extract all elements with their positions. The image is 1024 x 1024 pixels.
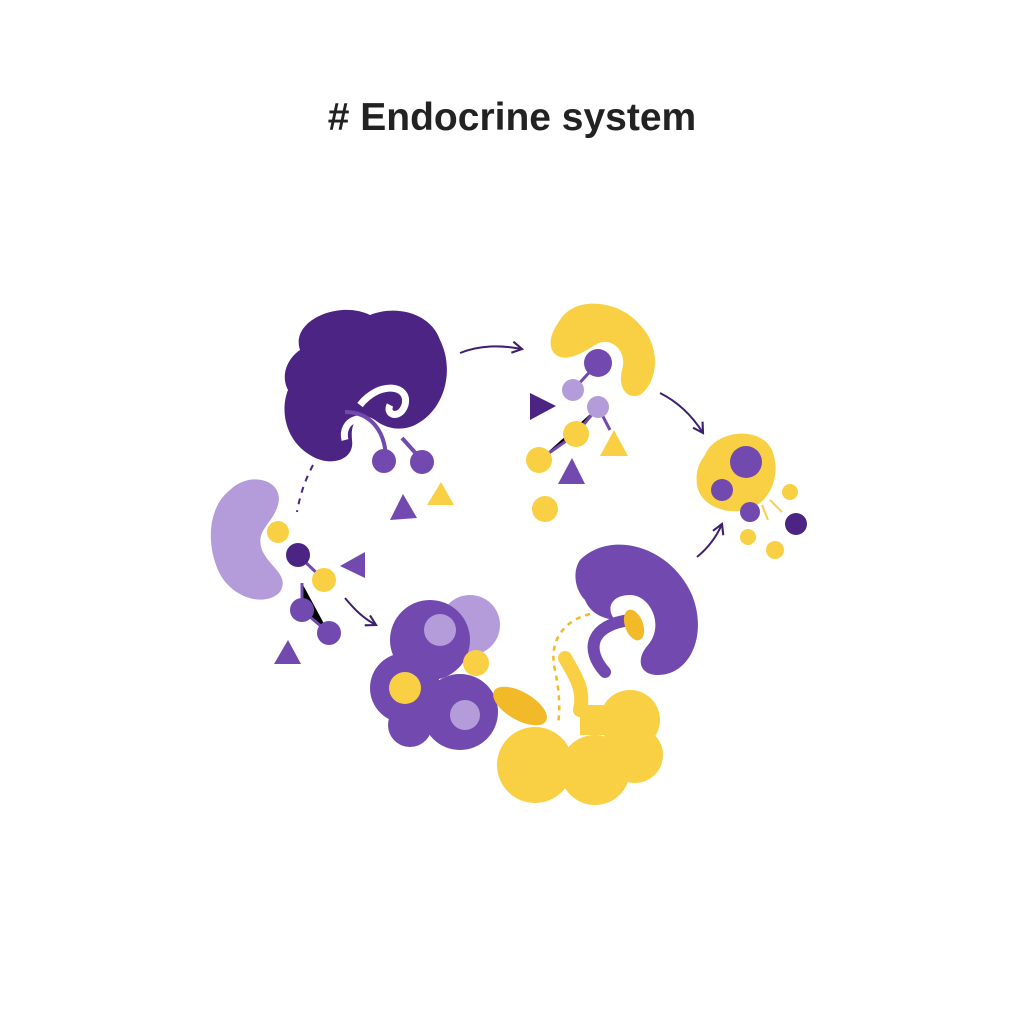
adrenal-shape	[210, 479, 365, 664]
arrow-icon	[659, 392, 705, 435]
pancreas-cluster	[370, 595, 500, 750]
brain-shape	[284, 309, 454, 520]
thyroid-shape	[526, 303, 655, 522]
intestine-shape	[493, 651, 663, 805]
dashed-connector	[296, 464, 314, 513]
kidney-shape	[552, 544, 698, 726]
arrow-icon	[344, 597, 378, 627]
page-title: # Endocrine system	[327, 96, 697, 139]
arrow-icon	[696, 522, 725, 558]
cell-shape	[696, 433, 807, 559]
arrow-icon	[459, 340, 525, 354]
